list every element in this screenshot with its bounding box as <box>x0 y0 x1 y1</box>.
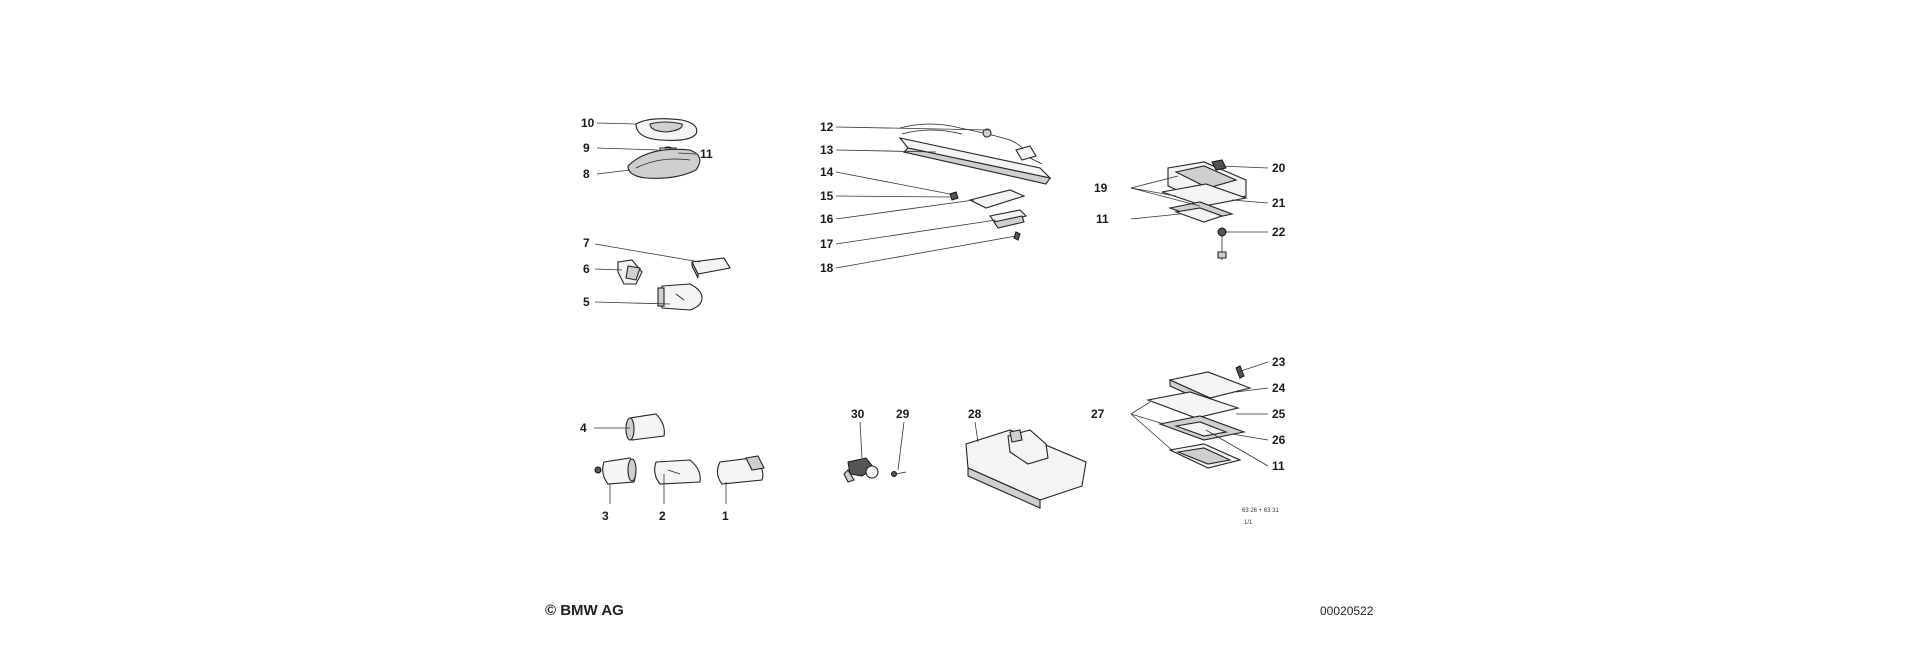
callout-30: 30 <box>851 407 865 421</box>
callout-28: 28 <box>968 407 982 421</box>
callout-13: 13 <box>820 143 834 157</box>
lamp-housing-top-left <box>627 118 701 179</box>
callout-25: 25 <box>1272 407 1286 421</box>
lamp-base-block <box>965 429 1087 509</box>
callout-21: 21 <box>1272 196 1286 210</box>
callout-17: 17 <box>820 237 834 251</box>
lamp-unit-right-upper <box>1161 159 1249 260</box>
callout-26: 26 <box>1272 433 1286 447</box>
callout-6: 6 <box>583 262 590 276</box>
callout-11a: 11 <box>700 147 713 161</box>
callout-14: 14 <box>820 165 834 179</box>
document-number: 00020522 <box>1320 604 1374 618</box>
callout-3: 3 <box>602 509 609 523</box>
callout-9: 9 <box>583 141 590 155</box>
callout-24: 24 <box>1272 381 1286 395</box>
callout-7: 7 <box>583 236 590 250</box>
callout-2: 2 <box>659 509 666 523</box>
bulb-and-socket <box>617 257 731 311</box>
copyright-label: © BMW AG <box>545 602 624 619</box>
callout-8: 8 <box>583 167 590 181</box>
reference-sheet: 1/1 <box>1244 520 1253 526</box>
lamp-exploded-stack <box>1145 365 1252 469</box>
callout-11c: 11 <box>1272 459 1285 473</box>
callout-23: 23 <box>1272 355 1286 369</box>
cylindrical-bulbs <box>594 413 765 485</box>
callout-5: 5 <box>583 295 590 309</box>
callout-10: 10 <box>581 116 595 130</box>
callout-19: 19 <box>1094 181 1108 195</box>
reference-code: 63 26 + 63 31 <box>1242 508 1280 514</box>
callout-12: 12 <box>820 120 834 134</box>
callout-20: 20 <box>1272 161 1286 175</box>
callout-27: 27 <box>1091 407 1105 421</box>
callout-18: 18 <box>820 261 834 275</box>
clip-and-screw <box>843 457 907 483</box>
callout-11b: 11 <box>1096 212 1109 226</box>
callout-1: 1 <box>722 509 729 523</box>
callout-29: 29 <box>896 407 910 421</box>
lamp-carrier-long <box>898 123 1052 241</box>
callout-16: 16 <box>820 212 834 226</box>
callout-4: 4 <box>580 421 587 435</box>
callout-22: 22 <box>1272 225 1286 239</box>
callout-15: 15 <box>820 189 834 203</box>
